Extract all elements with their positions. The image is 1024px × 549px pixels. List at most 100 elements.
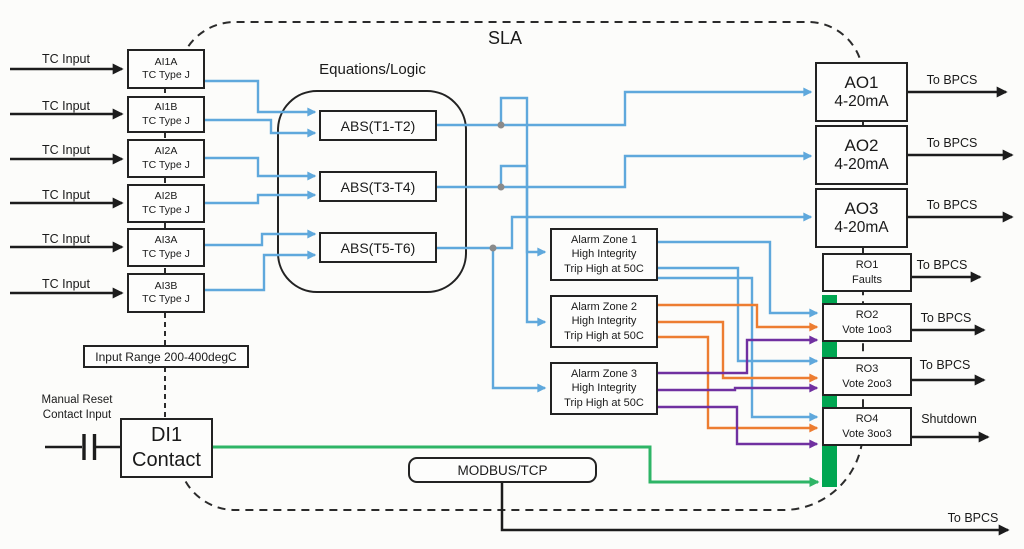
ao-id: AO1 bbox=[844, 72, 879, 92]
alarm-zone-trip: Trip High at 50C bbox=[564, 262, 644, 275]
ao-signal: 4-20mA bbox=[834, 218, 889, 236]
ai-block-type: TC Type J bbox=[142, 158, 190, 171]
ai-block-id: AI3A bbox=[154, 234, 178, 247]
ai-block-ai2b: AI2B TC Type J bbox=[127, 184, 205, 223]
ro-desc: Faults bbox=[852, 273, 882, 286]
manual-reset-line1: Manual Reset bbox=[41, 394, 113, 406]
bottom-bpcs-label: To BPCS bbox=[947, 511, 999, 525]
tc-input-label: TC Input bbox=[42, 277, 90, 291]
ao1-dest-label: To BPCS bbox=[926, 73, 978, 87]
tc-input-label: TC Input bbox=[42, 143, 90, 157]
alarm-zone-integrity: High Integrity bbox=[571, 382, 637, 395]
di1-type: Contact bbox=[132, 449, 201, 471]
alarm-zone-trip: Trip High at 50C bbox=[564, 329, 644, 342]
alarm-zone-integrity: High Integrity bbox=[571, 248, 637, 261]
ao-id: AO3 bbox=[844, 198, 879, 218]
junction-dot bbox=[489, 244, 497, 252]
manual-reset-line2: Contact Input bbox=[42, 408, 112, 421]
alarm-zone-name: Alarm Zone 3 bbox=[570, 367, 638, 380]
ai-block-ai1b: AI1B TC Type J bbox=[127, 96, 205, 133]
ao2-block: AO2 4-20mA bbox=[815, 125, 908, 185]
ai-block-ai1a: AI1A TC Type J bbox=[127, 49, 205, 89]
tc-input-label: TC Input bbox=[42, 52, 90, 66]
alarm-zone-trip: Trip High at 50C bbox=[564, 396, 644, 409]
abs-label: ABS(T1-T2) bbox=[340, 117, 416, 134]
alarm-zone-1: Alarm Zone 1 High Integrity Trip High at… bbox=[550, 228, 658, 281]
ai-block-type: TC Type J bbox=[142, 247, 190, 260]
ro1-block: RO1 Faults bbox=[822, 253, 912, 292]
alarm-zone-3: Alarm Zone 3 High Integrity Trip High at… bbox=[550, 362, 658, 415]
ao3-dest-label: To BPCS bbox=[926, 198, 978, 212]
ro-desc: Vote 2oo3 bbox=[842, 377, 892, 390]
ai-block-type: TC Type J bbox=[142, 114, 190, 127]
ai-block-type: TC Type J bbox=[142, 293, 190, 305]
output-arrows bbox=[908, 86, 1014, 443]
alarm-zone-integrity: High Integrity bbox=[571, 315, 637, 328]
equations-logic-frame bbox=[277, 90, 467, 293]
ao3-block: AO3 4-20mA bbox=[815, 188, 908, 248]
ro-id: RO4 bbox=[855, 413, 879, 426]
junction-dot bbox=[497, 121, 505, 129]
modbus-tcp-block: MODBUS/TCP bbox=[408, 457, 597, 483]
ai-to-abs-wires bbox=[205, 79, 317, 292]
tc-input-label: TC Input bbox=[42, 188, 90, 202]
ro4-block: RO4 Vote 3oo3 bbox=[822, 407, 912, 446]
di1-id: DI1 bbox=[150, 424, 183, 446]
tc-input-arrows bbox=[10, 63, 124, 299]
ro3-dest-label: To BPCS bbox=[919, 358, 971, 372]
ao-id: AO2 bbox=[844, 135, 879, 155]
modbus-tcp-label: MODBUS/TCP bbox=[457, 462, 548, 478]
junction-dots bbox=[489, 121, 505, 252]
abs-block-t1-t2: ABS(T1-T2) bbox=[319, 110, 437, 141]
alarm-zone-name: Alarm Zone 1 bbox=[570, 233, 638, 246]
alarm-zone-2: Alarm Zone 2 High Integrity Trip High at… bbox=[550, 295, 658, 348]
alarm-zone-3-outputs bbox=[658, 335, 819, 449]
ro-id: RO1 bbox=[855, 259, 879, 272]
ro-desc: Vote 1oo3 bbox=[842, 323, 892, 336]
input-range-text: Input Range 200-400degC bbox=[95, 349, 237, 364]
ro-id: RO3 bbox=[855, 363, 879, 376]
ai-block-ai3b: AI3B TC Type J bbox=[127, 273, 205, 313]
sla-title: SLA bbox=[487, 28, 523, 48]
ai-block-id: AI2A bbox=[154, 145, 178, 158]
abs-block-t3-t4: ABS(T3-T4) bbox=[319, 171, 437, 202]
ro3-block: RO3 Vote 2oo3 bbox=[822, 357, 912, 396]
ao2-dest-label: To BPCS bbox=[926, 136, 978, 150]
ro-id: RO2 bbox=[855, 309, 879, 322]
ao1-block: AO1 4-20mA bbox=[815, 62, 908, 122]
ro2-dest-label: To BPCS bbox=[920, 311, 972, 325]
di1-reset-wire bbox=[213, 445, 820, 487]
ai-block-ai3a: AI3A TC Type J bbox=[127, 228, 205, 267]
abs-to-ao-wires bbox=[437, 87, 813, 250]
abs-label: ABS(T5-T6) bbox=[340, 239, 416, 256]
ao-signal: 4-20mA bbox=[834, 155, 889, 173]
ai-block-id: AI3B bbox=[154, 279, 178, 292]
alarm-zone-name: Alarm Zone 2 bbox=[570, 300, 638, 313]
manual-reset-contact-wire bbox=[45, 434, 120, 460]
ro2-block: RO2 Vote 1oo3 bbox=[822, 303, 912, 342]
input-range-note: Input Range 200-400degC bbox=[83, 345, 249, 368]
alarm-zone-1-outputs bbox=[658, 240, 819, 422]
ai-block-type: TC Type J bbox=[142, 69, 190, 81]
tc-input-label: TC Input bbox=[42, 232, 90, 246]
alarm-zone-2-outputs bbox=[658, 303, 819, 433]
abs-block-t5-t6: ABS(T5-T6) bbox=[319, 232, 437, 263]
abs-to-alarm-wires bbox=[491, 96, 547, 393]
ai-block-ai2a: AI2A TC Type J bbox=[127, 139, 205, 178]
ai-block-id: AI1A bbox=[154, 55, 178, 68]
ro-desc: Vote 3oo3 bbox=[842, 427, 892, 440]
di1-block: DI1 Contact bbox=[120, 418, 213, 478]
ao-signal: 4-20mA bbox=[834, 92, 889, 110]
ai-block-type: TC Type J bbox=[142, 203, 190, 216]
equations-logic-title: Equations/Logic bbox=[319, 61, 426, 78]
tc-input-label: TC Input bbox=[42, 99, 90, 113]
ai-block-id: AI1B bbox=[154, 101, 178, 114]
ro1-dest-label: To BPCS bbox=[916, 258, 968, 272]
manual-reset-label: Manual Reset Contact Input bbox=[36, 393, 118, 423]
modbus-to-bpcs-wire bbox=[500, 483, 1010, 536]
ro4-shutdown-label: Shutdown bbox=[921, 412, 977, 426]
junction-dot bbox=[497, 183, 505, 191]
ai-block-id: AI2B bbox=[154, 190, 178, 203]
abs-label: ABS(T3-T4) bbox=[340, 178, 416, 195]
